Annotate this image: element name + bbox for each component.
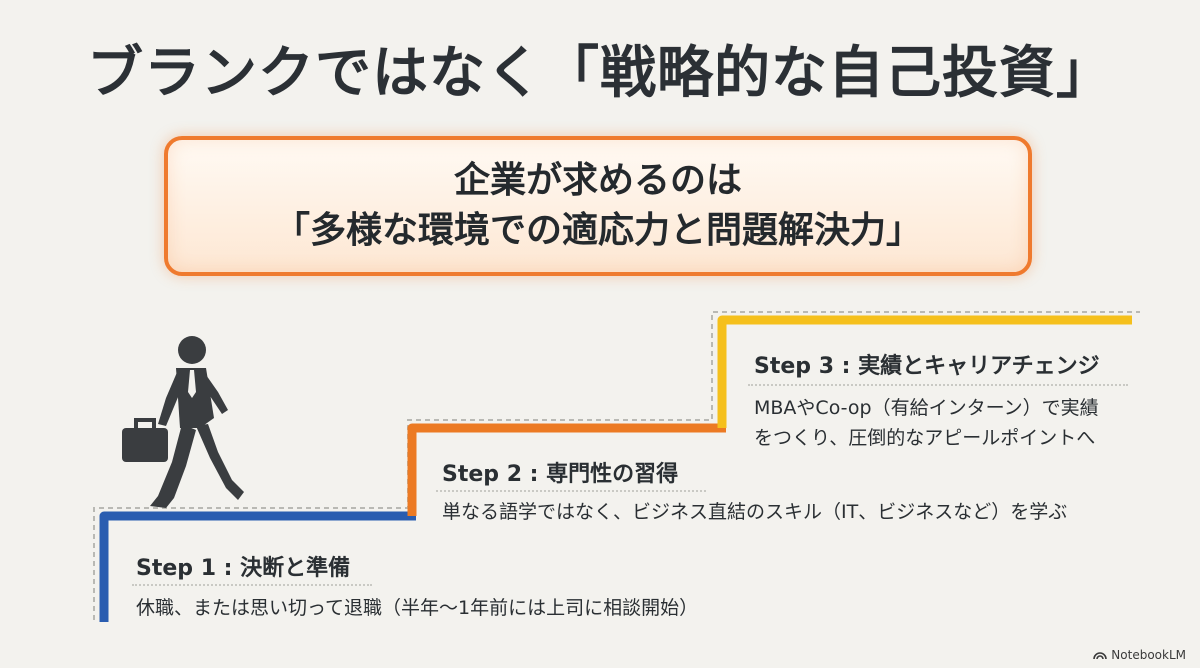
step-1-underline — [132, 584, 372, 586]
step-3-line — [717, 315, 1132, 428]
step-3-description-line-1: MBAやCo-op（有給インターン）で実績 — [754, 397, 1099, 419]
step-1-description: 休職、または思い切って退職（半年〜1年前には上司に相談開始） — [136, 597, 699, 619]
callout-line-2: 「多様な環境での適応力と問題解決力」 — [273, 210, 922, 251]
step-2-underline — [436, 490, 706, 492]
brand-label: NotebookLM — [1111, 648, 1186, 662]
step-3-description-line-2: をつくり、圧倒的なアピールポイントへ — [754, 427, 1096, 449]
step-2-title: Step 2 : 専門性の習得 — [442, 462, 679, 487]
step-1-title: Step 1 : 決断と準備 — [136, 556, 351, 581]
step-1-line — [99, 511, 416, 622]
notebooklm-logo-icon — [1093, 652, 1108, 660]
step-2-line — [407, 423, 726, 516]
step-2-description: 単なる語学ではなく、ビジネス直結のスキル（IT、ビジネスなど）を学ぶ — [442, 501, 1068, 523]
key-message-callout: 企業が求めるのは 「多様な環境での適応力と問題解決力」 — [164, 136, 1032, 276]
brand-watermark: NotebookLM — [1093, 648, 1186, 662]
step-3-title: Step 3 : 実績とキャリアチェンジ — [754, 354, 1100, 379]
businessman-walking-icon — [122, 336, 244, 508]
page-title: ブランクではなく「戦略的な自己投資」 — [87, 41, 1113, 106]
step-3-underline — [748, 384, 1128, 386]
staircase-shadow-outline — [93, 311, 1140, 620]
callout-line-1: 企業が求めるのは — [453, 160, 742, 201]
